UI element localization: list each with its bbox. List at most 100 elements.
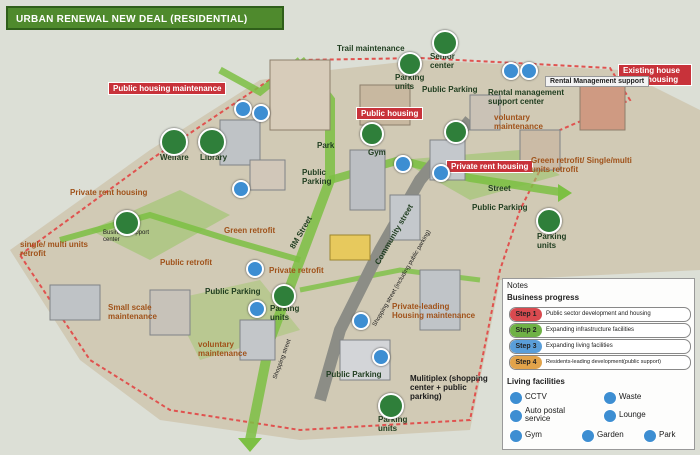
label-parking-units-top: Parking units [395, 73, 425, 91]
label-trail-maintenance: Trail maintenance [337, 44, 405, 53]
label-public-parking-mid: Public Parking [302, 168, 332, 186]
step-4-num: Step 4 [510, 356, 542, 369]
label-public-retrofit: Public retrofit [160, 258, 213, 267]
tag-private-rent-housing: Private rent housing [446, 160, 534, 173]
building-west-1 [49, 284, 101, 321]
building-private-leading [419, 269, 461, 331]
legend-cctv-label: CCTV [525, 392, 547, 401]
legend-auto-postal-label: Auto postal service [525, 406, 566, 423]
label-library: Library [200, 153, 228, 162]
building-park-side [249, 159, 286, 191]
label-parking-units-low: Parking units [270, 304, 300, 322]
label-private-rent-housing-left: Private rent housing [70, 188, 148, 197]
legend-garden-label: Garden [597, 430, 624, 439]
east-street-arrow [558, 184, 572, 202]
step-4: Step 4 Residents-leading development(pub… [509, 355, 691, 370]
building-shopping [329, 234, 371, 261]
tag-rental-management-support: Rental Management support [545, 76, 650, 87]
building-mid-1 [349, 149, 386, 211]
step-2-num: Step 2 [510, 324, 542, 337]
building-low-1 [239, 319, 276, 361]
cctv-icon-3 [248, 300, 266, 318]
step-2-text: Expanding infrastructure facilities [546, 327, 635, 333]
library-icon [198, 128, 226, 156]
legend-gym-label: Gym [525, 430, 542, 439]
label-public-parking-top: Public Parking [422, 85, 478, 94]
legend-garden-icon [581, 429, 595, 443]
garden-icon-1 [246, 260, 264, 278]
green-zone-low [170, 280, 300, 360]
public-parking-icon-top [444, 120, 468, 144]
green-zone-left [90, 190, 230, 260]
legend-cctv-icon [509, 391, 523, 405]
cctv-icon-2 [502, 62, 520, 80]
legend-park-label: Park [659, 430, 676, 439]
step-2: Step 2 Expanding infrastructure faciliti… [509, 323, 691, 338]
label-gym: Gym [368, 148, 386, 157]
west-street [59, 211, 301, 263]
legend-auto-postal-icon [509, 409, 523, 423]
cctv-icon-1 [234, 100, 252, 118]
auto-postal-icon-1 [372, 348, 390, 366]
step-1: Step 1 Public sector development and hou… [509, 307, 691, 322]
business-support-icon [114, 210, 140, 236]
waste-icon-2 [520, 62, 538, 80]
label-public-parking-east: Public Parking [472, 203, 528, 212]
label-park: Park [317, 141, 335, 150]
label-public-parking-low: Public Parking [205, 287, 261, 296]
label-green-retrofit: Green retrofit [224, 226, 276, 235]
step-1-num: Step 1 [510, 308, 542, 321]
legend-lounge-icon [603, 409, 617, 423]
label-welfare: Welfare [160, 153, 189, 162]
label-senior-center: Senior center [430, 52, 455, 70]
label-single-multi-retrofit: single/ multi units retrofit [20, 240, 89, 258]
label-multiplex: Mulitiplex (shopping center + public par… [410, 374, 488, 401]
welfare-icon [160, 128, 188, 156]
notes-legend: Notes Business progress Step 1 Public se… [502, 278, 695, 450]
parking-units-icon-bottom [378, 393, 404, 419]
label-green-retrofit-single: Green retrofit/ Single/multi units retro… [531, 156, 632, 174]
legend-waste-icon [603, 391, 617, 405]
building-public-housing-block [269, 59, 331, 131]
label-private-leading-housing: Private-leading Housing maintenance [392, 302, 476, 320]
legend-lounge-label: Lounge [619, 410, 646, 419]
label-rental-management-center: Rental management support center [488, 88, 565, 106]
tag-public-housing-maintenance: Public housing maintenance [108, 82, 227, 95]
building-welfare [219, 119, 261, 166]
label-voluntary-maintenance-low: voluntary maintenance [198, 340, 247, 358]
label-voluntary-maintenance-top: voluntary maintenance [494, 113, 543, 131]
park-icon-1 [432, 164, 450, 182]
legend-gym-icon [509, 429, 523, 443]
parking-units-icon-east [536, 208, 562, 234]
lounge-icon-1 [232, 180, 250, 198]
living-facilities-heading: Living facilities [507, 377, 565, 386]
business-progress-heading: Business progress [507, 293, 580, 302]
building-rental-housing [579, 79, 626, 131]
step-3: Step 3 Expanding living facilities [509, 339, 691, 354]
waste-icon-3 [352, 312, 370, 330]
legend-park-icon [643, 429, 657, 443]
gym-building-icon [360, 122, 384, 146]
page-title: URBAN RENEWAL NEW DEAL (RESIDENTIAL) [6, 6, 284, 30]
label-parking-units-east: Parking units [537, 232, 567, 250]
step-3-num: Step 3 [510, 340, 542, 353]
building-small-scale [149, 289, 191, 336]
8m-street-arrow [238, 438, 262, 452]
waste-icon-1 [252, 104, 270, 122]
parking-units-icon-top [398, 52, 422, 76]
step-4-text: Residents-leading development(public sup… [546, 359, 661, 365]
gym-icon-1 [394, 155, 412, 173]
tag-public-housing: Public housing [356, 107, 424, 120]
label-parking-units-bottom: Parking units [378, 415, 408, 433]
label-public-parking-bottom: Public Parking [326, 370, 382, 379]
senior-center-icon [432, 30, 458, 56]
legend-waste-label: Waste [619, 392, 642, 401]
step-3-text: Expanding living facilities [546, 343, 613, 349]
label-street-east: Street [488, 184, 511, 193]
label-private-retrofit: Private retrofit [269, 266, 324, 275]
parking-units-icon-low [272, 284, 296, 308]
notes-heading: Notes [507, 281, 528, 290]
building-mid-2 [389, 194, 421, 241]
building-mid-4 [469, 94, 501, 131]
